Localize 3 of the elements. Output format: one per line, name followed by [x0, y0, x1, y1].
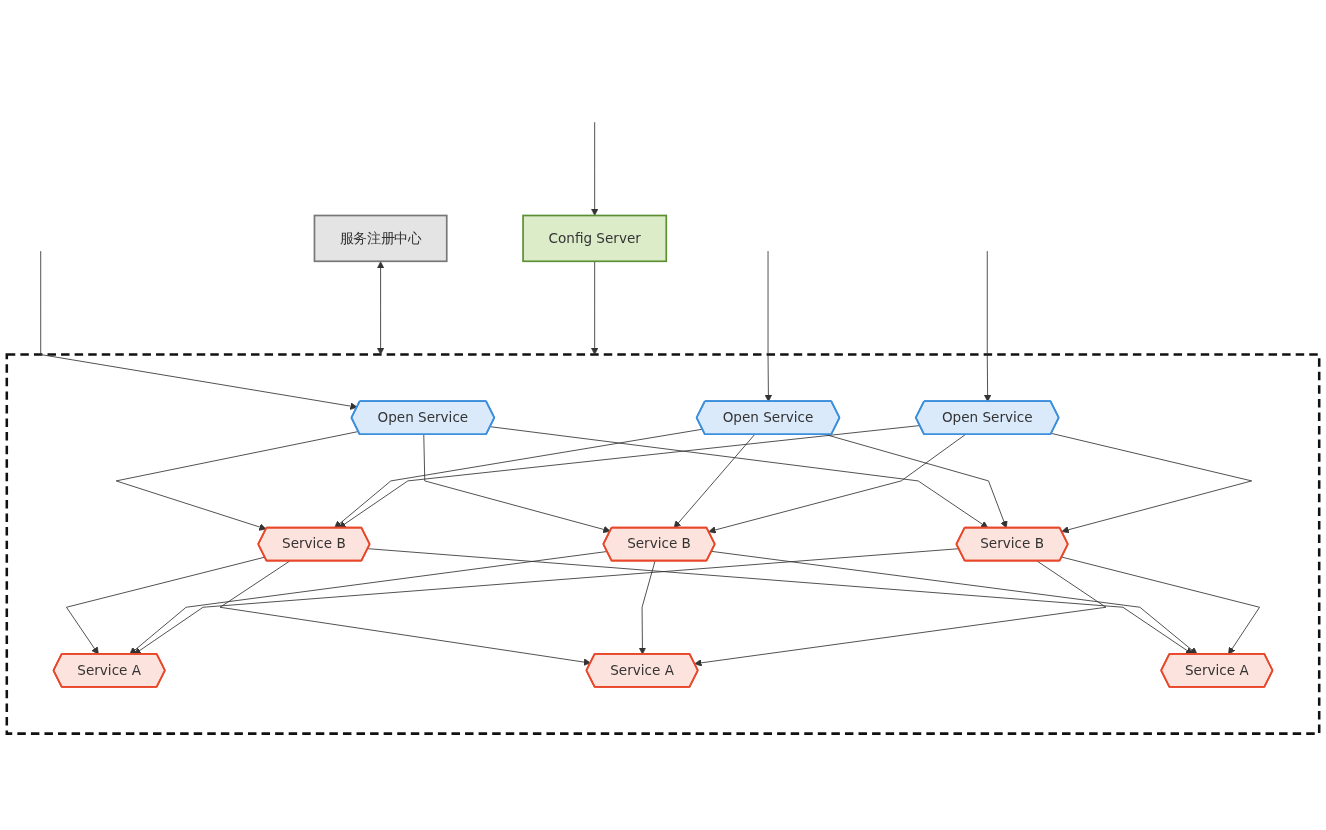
node-box: Config Server [522, 214, 668, 262]
node-box: 服务注册中心 [313, 214, 448, 262]
cluster [5, 353, 1321, 735]
